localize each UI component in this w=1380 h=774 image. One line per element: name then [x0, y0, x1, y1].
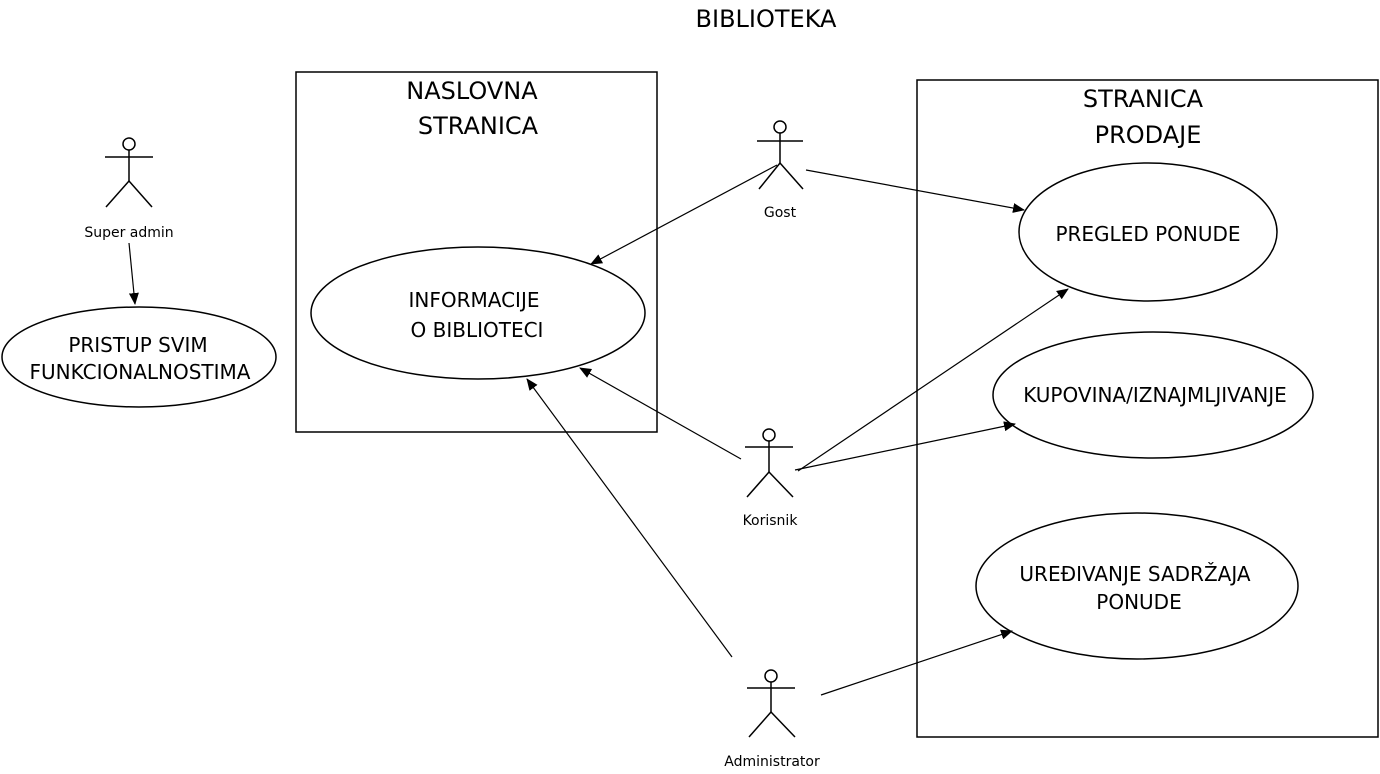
association-arrow-korisnik-kupovina [794, 421, 1016, 471]
actor-super-admin[interactable]: Super admin [84, 137, 174, 241]
use-case-kupovina-iznajmljivanje[interactable]: KUPOVINA/IZNAJMLJIVANJE [992, 331, 1314, 459]
actor-label: Super admin [84, 225, 173, 241]
use-case-label: FUNKCIONALNOSTIMA [30, 360, 251, 384]
boundary-title-line: NASLOVNA [406, 77, 538, 105]
actor-head-icon [122, 137, 136, 151]
actor-administrator[interactable]: Administrator [724, 669, 820, 770]
use-case-uredjivanje-sadrzaja-ponude[interactable]: UREĐIVANJE SADRŽAJA PONUDE [975, 512, 1299, 660]
actor-korisnik[interactable]: Korisnik [743, 428, 799, 529]
association-arrow-gost-informacije [590, 164, 778, 265]
boundary-title-line: STRANICA [418, 112, 539, 140]
association-arrow-korisnik-pregled [797, 288, 1069, 472]
actor-label: Korisnik [743, 513, 799, 529]
use-case-label: KUPOVINA/IZNAJMLJIVANJE [1023, 383, 1287, 407]
actor-gost[interactable]: Gost [757, 120, 804, 221]
actor-head-icon [773, 120, 787, 134]
diagram-title: BIBLIOTEKA [696, 5, 837, 33]
association-arrow-superadmin-pristup [128, 242, 139, 305]
association-arrow-korisnik-informacije [579, 367, 742, 460]
boundary-title-line: PRODAJE [1095, 121, 1202, 149]
use-case-label: INFORMACIJE [409, 288, 540, 312]
use-case-pristup-svim-funkcionalnostima[interactable]: PRISTUP SVIM FUNKCIONALNOSTIMA [1, 306, 277, 408]
actor-head-icon [764, 669, 778, 683]
use-case-label: O BIBLIOTECI [411, 318, 544, 342]
actor-head-icon [762, 428, 776, 442]
use-case-pregled-ponude[interactable]: PREGLED PONUDE [1018, 162, 1278, 302]
use-case-informacije-o-biblioteci[interactable]: INFORMACIJE O BIBLIOTECI [310, 246, 646, 380]
association-arrow-administrator-uredjivanje [820, 629, 1013, 696]
use-case-label: PREGLED PONUDE [1055, 222, 1240, 246]
use-case-label: PRISTUP SVIM [68, 333, 207, 357]
association-arrow-administrator-informacije [526, 378, 733, 658]
association-arrow-gost-pregled [805, 169, 1025, 213]
use-case-label: PONUDE [1096, 590, 1181, 614]
boundary-title-line: STRANICA [1083, 85, 1204, 113]
actor-label: Gost [764, 205, 797, 221]
use-case-label: UREĐIVANJE SADRŽAJA [1019, 562, 1250, 586]
actor-label: Administrator [724, 754, 820, 770]
